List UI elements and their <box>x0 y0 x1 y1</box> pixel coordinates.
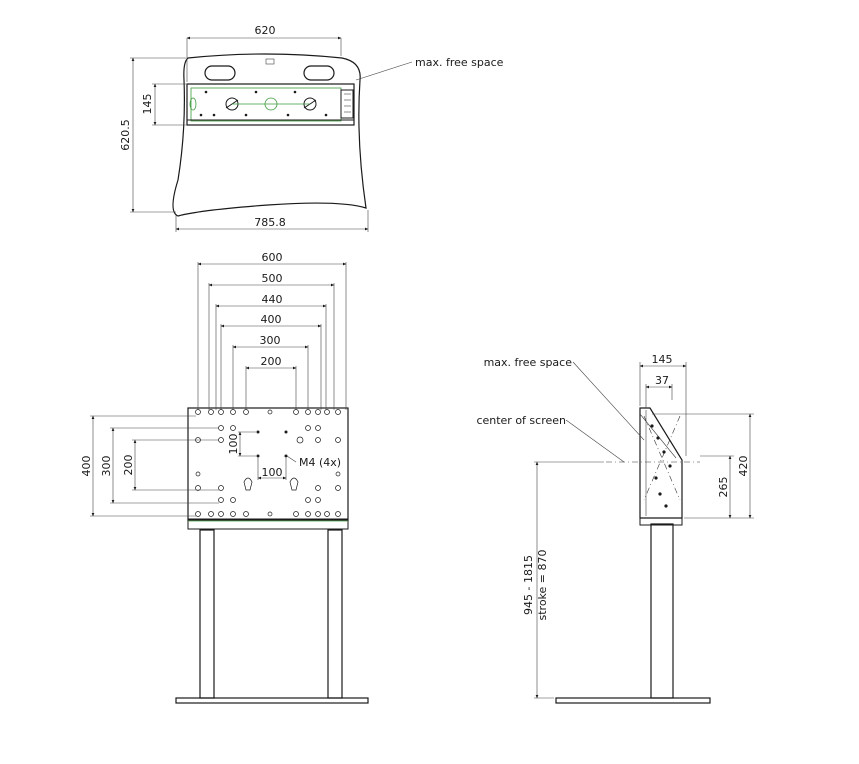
side-dim-37: 37 <box>655 374 669 387</box>
side-free-space-callout: max. free space <box>484 356 573 369</box>
screw-note: M4 (4x) <box>299 456 341 469</box>
vesa-holes <box>195 409 341 517</box>
top-inner-label: 145 <box>141 94 154 115</box>
dim-300: 300 <box>260 334 281 347</box>
front-horizontal-dims: 600 500 440 400 300 200 <box>197 251 347 410</box>
dim-v-300: 300 <box>100 456 113 477</box>
dim-inner-v-100: 100 <box>227 434 240 455</box>
side-height-range: 945 - 1815 <box>522 555 535 615</box>
top-free-space-callout: max. free space <box>415 56 504 69</box>
front-view: 600 500 440 400 300 200 400 300 <box>80 251 369 704</box>
dim-400: 400 <box>261 313 282 326</box>
dim-500: 500 <box>262 272 283 285</box>
side-dim-265: 265 <box>717 477 730 498</box>
dim-inner-h-100: 100 <box>262 466 283 479</box>
top-height-label: 620.5 <box>119 119 132 151</box>
top-view: 620 620.5 145 785.8 max. free space <box>119 24 504 232</box>
side-stroke: stroke = 870 <box>536 549 549 620</box>
side-dim-420: 420 <box>737 456 750 477</box>
side-view: 145 37 420 265 945 - 1815 stroke = 870 m… <box>476 353 754 704</box>
side-dim-145: 145 <box>652 353 673 366</box>
top-bottom-label: 785.8 <box>254 216 286 229</box>
top-width-label: 620 <box>255 24 276 37</box>
side-center-callout: center of screen <box>476 414 566 427</box>
dim-440: 440 <box>262 293 283 306</box>
dim-v-200: 200 <box>122 455 135 476</box>
front-vertical-dims: 400 300 200 <box>80 415 219 517</box>
dim-600: 600 <box>262 251 283 264</box>
dim-200: 200 <box>261 355 282 368</box>
dim-v-400: 400 <box>80 456 93 477</box>
